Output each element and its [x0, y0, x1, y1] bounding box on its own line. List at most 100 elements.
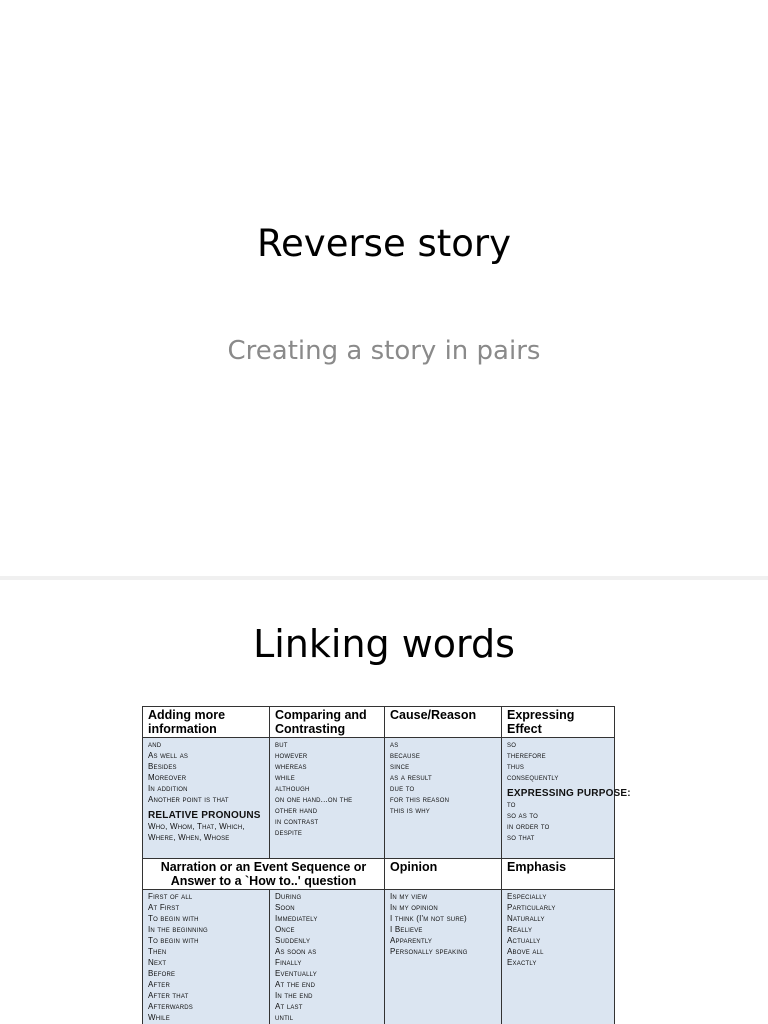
list-item: this is why	[390, 806, 430, 815]
list-item: whereas	[275, 762, 307, 771]
list-item: Before	[148, 969, 176, 978]
list-item: After that	[148, 991, 189, 1000]
list-item: Really	[507, 925, 533, 934]
list-item: In addition	[148, 784, 188, 793]
list-item: Afterwards	[148, 1002, 194, 1011]
relative-pronouns-list: Who, Whom, That, Which, Where, When, Whos…	[148, 821, 264, 843]
opinion-list: In my view In my opinion I think (I'm not …	[390, 891, 496, 957]
list-item: In my view	[390, 892, 428, 901]
cell-opinion: In my view In my opinion I think (I'm not …	[384, 889, 502, 1024]
list-item: Actually	[507, 936, 541, 945]
list-item: since	[390, 762, 410, 771]
list-item: so that	[507, 833, 535, 842]
list-item: As soon as	[275, 947, 317, 956]
list-item: First of all	[148, 892, 193, 901]
list-item: so	[507, 740, 517, 749]
list-item: While	[148, 1013, 170, 1022]
list-item: At First	[148, 903, 180, 912]
slide-1-title: Reverse story	[256, 222, 511, 265]
list-item: consequently	[507, 773, 559, 782]
list-item: Moreover	[148, 773, 187, 782]
header-comparing: Comparing and Contrasting	[269, 706, 385, 738]
list-item: while	[275, 773, 296, 782]
list-item: as a result	[390, 773, 432, 782]
list-item: thus	[507, 762, 525, 771]
relative-pronouns-heading: RELATIVE PRONOUNS	[148, 810, 261, 821]
table-header-row: Adding more information Comparing and Co…	[142, 706, 615, 738]
expressing-purpose-heading: EXPRESSING PURPOSE:	[507, 788, 631, 799]
list-item: Finally	[275, 958, 302, 967]
list-item: Suddenly	[275, 936, 311, 945]
list-item: for this reason	[390, 795, 450, 804]
cell-narration-1: First of all At First To begin with In the …	[142, 889, 270, 1024]
list-item: and	[148, 740, 162, 749]
header-narration: Narration or an Event Sequence or Answer…	[142, 858, 385, 890]
list-item: I Believe	[390, 925, 423, 934]
list-item: Once	[275, 925, 295, 934]
list-item: At the end	[275, 980, 316, 989]
header-adding: Adding more information	[142, 706, 270, 738]
list-item: After	[148, 980, 171, 989]
header-cause: Cause/Reason	[384, 706, 502, 738]
list-item: Immediately	[275, 914, 318, 923]
header-effect: Expressing Effect	[501, 706, 615, 738]
list-item: Next	[148, 958, 167, 967]
effect-list: so therefore thus consequently	[507, 739, 609, 783]
list-item: Exactly	[507, 958, 537, 967]
slide-2: Linking words Adding more information Co…	[0, 580, 768, 1024]
list-item: Above all	[507, 947, 544, 956]
cell-effect: so therefore thus consequently EXPRESSING P…	[501, 737, 631, 859]
list-item: until	[275, 1013, 294, 1022]
list-item: I think (I'm not sure)	[390, 914, 467, 923]
list-item: In my opinion	[390, 903, 438, 912]
list-item: due to	[390, 784, 415, 793]
list-item: despite	[275, 828, 303, 837]
list-item: Apparently	[390, 936, 433, 945]
cause-list: as because since as a result due to for this …	[390, 739, 496, 816]
list-item: Personally speaking	[390, 947, 468, 956]
list-item: to	[507, 800, 516, 809]
list-item: Particularly	[507, 903, 556, 912]
list-item: Another point is that	[148, 795, 229, 804]
list-item: Eventually	[275, 969, 317, 978]
list-item: At last	[275, 1002, 303, 1011]
list-item: Where, When, Whose	[148, 833, 230, 842]
list-item: To begin with	[148, 936, 199, 945]
narration-list-1: First of all At First To begin with In the …	[148, 891, 264, 1023]
linking-words-table: Adding more information Comparing and Co…	[142, 706, 631, 1024]
list-item: although	[275, 784, 310, 793]
header-opinion: Opinion	[384, 858, 502, 890]
list-item: Naturally	[507, 914, 545, 923]
list-item: other hand	[275, 806, 318, 815]
header-emphasis: Emphasis	[501, 858, 615, 890]
list-item: Especially	[507, 892, 547, 901]
list-item: because	[390, 751, 421, 760]
list-item: Then	[148, 947, 167, 956]
list-item: As well as	[148, 751, 189, 760]
list-item: Soon	[275, 903, 295, 912]
list-item: Who, Whom, That, Which,	[148, 822, 245, 831]
list-item: therefore	[507, 751, 546, 760]
slide-1-subtitle: Creating a story in pairs	[227, 336, 541, 366]
table-header-row: Narration or an Event Sequence or Answer…	[142, 858, 615, 890]
list-item: In the end	[275, 991, 313, 1000]
list-item: To begin with	[148, 914, 199, 923]
list-item: so as to	[507, 811, 538, 820]
list-item: In the beginning	[148, 925, 208, 934]
list-item: as	[390, 740, 399, 749]
slide-1: Reverse story Creating a story in pairs	[0, 0, 768, 576]
cell-cause: as because since as a result due to for this …	[384, 737, 502, 859]
list-item: on one hand...on the	[275, 795, 353, 804]
list-item: but	[275, 740, 288, 749]
list-item: During	[275, 892, 302, 901]
